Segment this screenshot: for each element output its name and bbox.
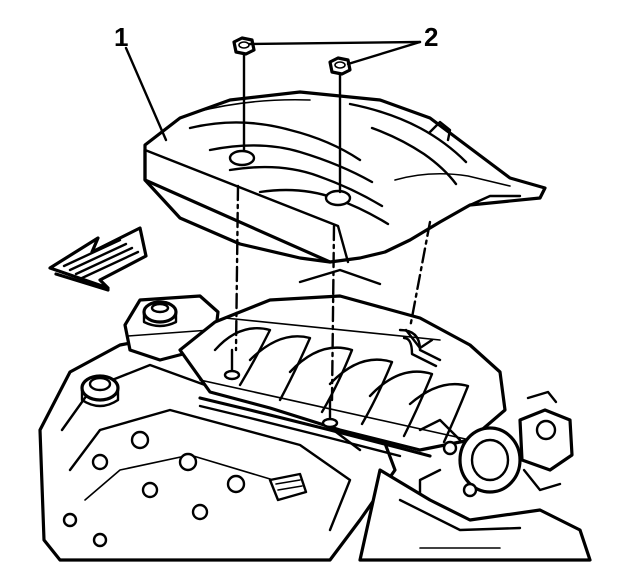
egr-valve <box>518 390 574 492</box>
fastener-nut-rear <box>328 56 352 194</box>
leader-line-1 <box>124 46 168 142</box>
oil-filler-cap <box>80 374 120 408</box>
front-direction-arrow-icon <box>48 226 148 292</box>
leader-line-2b <box>346 40 422 66</box>
connector-block <box>268 472 308 502</box>
callout-1: 1 <box>114 22 128 52</box>
callout-2: 2 <box>424 22 438 52</box>
fastener-nut-front <box>232 36 256 152</box>
alignment-lines <box>234 184 434 402</box>
fuel-rail <box>198 396 432 458</box>
engine-assembly <box>38 268 592 562</box>
throttle-body <box>418 418 522 502</box>
leader-line-2a <box>248 40 422 46</box>
cover-fasteners <box>232 36 352 194</box>
leader-lines <box>124 40 422 142</box>
engine-cover <box>143 90 547 264</box>
valve-cover-bolts <box>62 430 246 548</box>
mounting-studs <box>223 348 339 429</box>
